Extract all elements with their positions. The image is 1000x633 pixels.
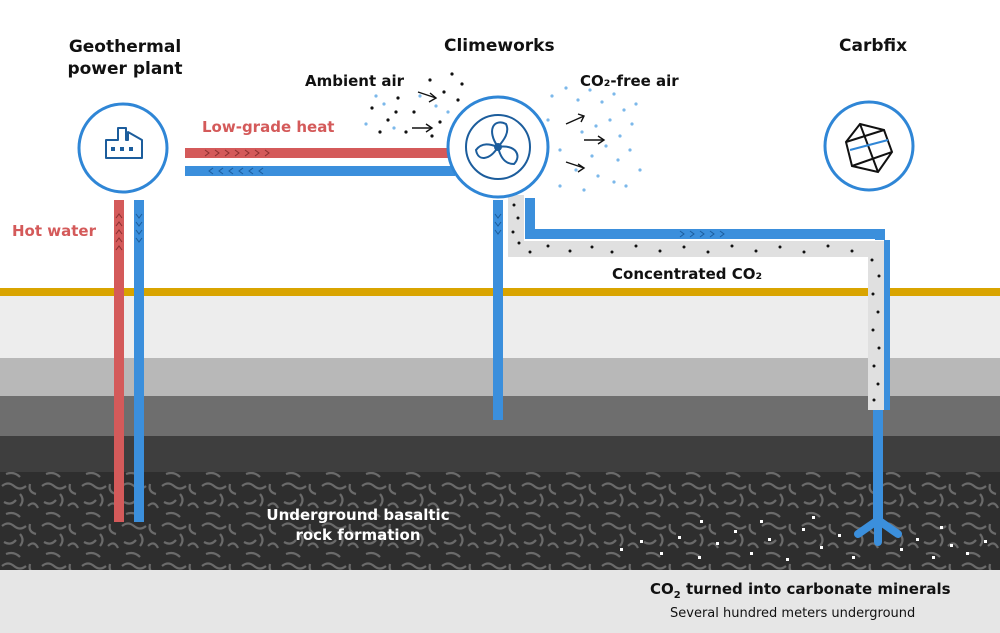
injection-well [873,230,883,238]
geothermal-node [77,102,169,194]
fan-icon [474,121,519,166]
low-grade-heat-label: Low-grade heat [202,118,335,136]
injection-arrows [679,230,725,238]
factory-icon [105,127,143,159]
heat-return-pipe [185,166,455,176]
cold-return-pipe [134,200,144,522]
climeworks-node [446,95,550,199]
hot-water-label: Hot water [12,222,96,240]
ambient-air-arrows [412,91,438,133]
co2-free-air-label: CO₂-free air [580,72,679,90]
climeworks-title: Climeworks [444,36,555,56]
injection-well-side [884,240,890,410]
carbonate-label-prefix: CO [650,580,674,598]
carbonate-label-subscript: 2 [673,590,681,601]
carbonate-label-suffix: turned into carbonate minerals [680,580,951,598]
ambient-air-dots [370,72,464,138]
heat-supply-arrows [204,149,270,157]
ambient-air-label: Ambient air [305,72,405,90]
heat-return-arrows [208,167,264,175]
hot-water-pipe [114,200,124,522]
bottom-band [0,570,1000,633]
concentrated-co2-label: Concentrated CO₂ [612,265,763,283]
carbfix-node [823,100,915,192]
geothermal-title: Geothermal power plant [60,36,190,80]
carbonate-mineral-dots [620,516,987,561]
climeworks-water-pipe [493,200,503,420]
underground-label-line2: rock formation [295,526,421,544]
carbonate-label: CO2 turned into carbonate minerals [650,580,951,601]
co2-pipe [508,195,884,410]
carbfix-title: Carbfix [839,36,908,56]
soil-layer-3 [0,436,1000,472]
heat-supply-pipe [185,148,455,158]
geothermal-title-line1: Geothermal [68,37,182,57]
underground-label-line1: Underground basaltic [266,506,450,524]
basalt-layer [0,472,1000,570]
co2-free-air-dots [546,86,642,192]
co2-free-air-arrows [565,113,606,173]
co2-dots [511,203,881,402]
rock-crystal-icon [844,122,894,174]
return-flow-arrows [135,213,143,243]
geothermal-title-line2: power plant [67,59,183,79]
underground-label: Underground basaltic rock formation [238,505,478,545]
injection-pipe [525,198,885,240]
depth-note: Several hundred meters underground [670,606,916,621]
climeworks-water-arrows [494,213,502,235]
ambient-air-blue-dots [364,94,450,130]
hot-water-flow-arrows [115,213,123,251]
injection-fork [854,516,902,546]
